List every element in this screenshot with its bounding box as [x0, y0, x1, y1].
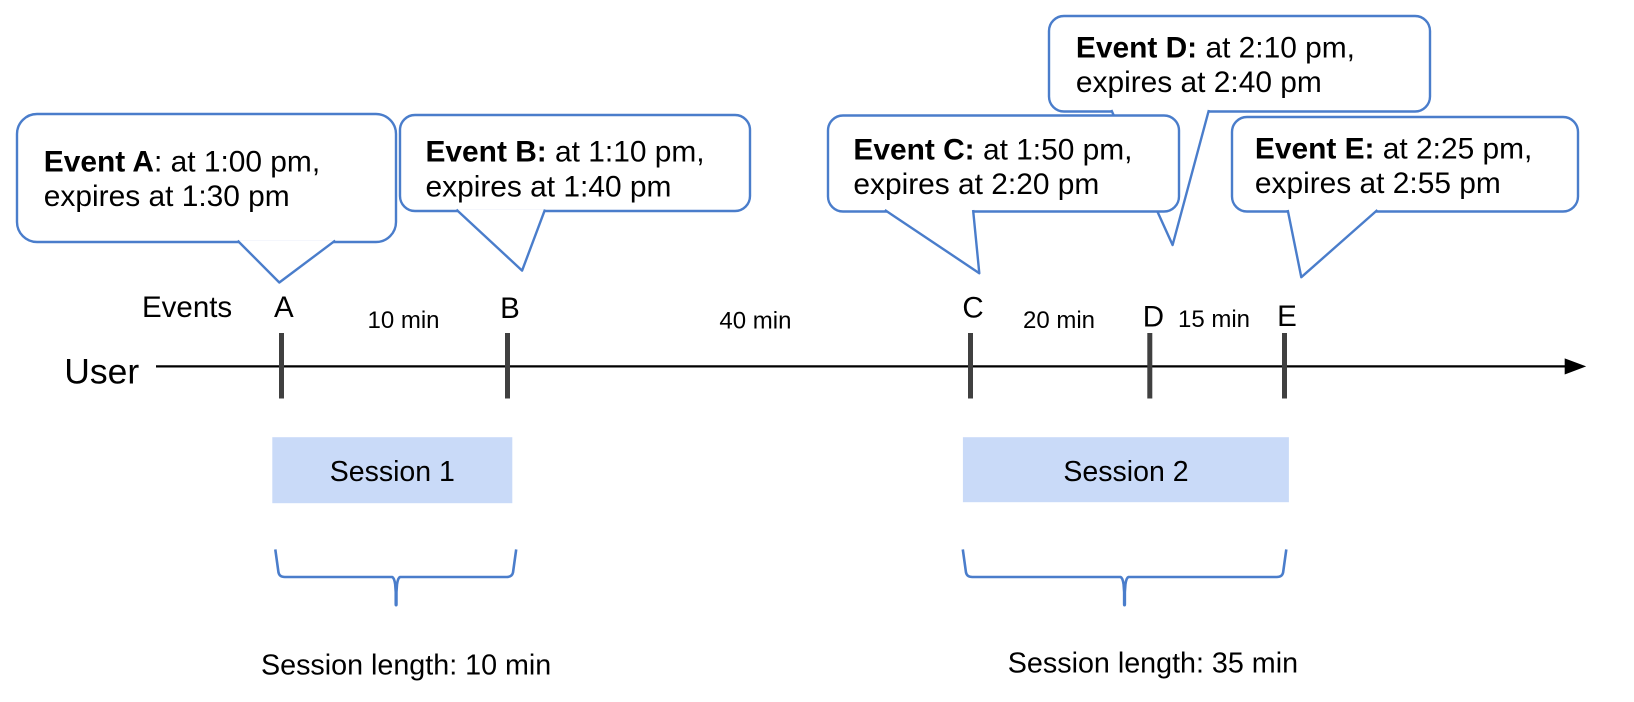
svg-text:expires at 2:20 pm: expires at 2:20 pm	[853, 168, 1099, 201]
svg-text:Events: Events	[142, 291, 232, 324]
svg-text:Event C: at 1:50 pm,: Event C: at 1:50 pm,	[853, 134, 1132, 167]
svg-text:C: C	[962, 292, 983, 325]
svg-text:expires at 2:55 pm: expires at 2:55 pm	[1255, 167, 1501, 200]
svg-text:expires at 1:40 pm: expires at 1:40 pm	[426, 171, 672, 204]
svg-text:Event E: at 2:25 pm,: Event E: at 2:25 pm,	[1255, 133, 1532, 166]
svg-text:40 min: 40 min	[719, 308, 791, 335]
svg-text:20 min: 20 min	[1023, 307, 1095, 334]
svg-text:15 min: 15 min	[1178, 306, 1250, 333]
svg-text:Event B: at 1:10 pm,: Event B: at 1:10 pm,	[426, 136, 705, 169]
svg-text:D: D	[1143, 301, 1164, 334]
svg-text:E: E	[1277, 300, 1297, 333]
svg-text:Session 2: Session 2	[1063, 456, 1188, 488]
svg-text:expires at 2:40 pm: expires at 2:40 pm	[1076, 66, 1322, 99]
svg-text:B: B	[500, 292, 520, 325]
svg-text:expires at 1:30 pm: expires at 1:30 pm	[44, 180, 290, 213]
svg-text:10 min: 10 min	[367, 307, 439, 334]
svg-text:Session 1: Session 1	[330, 456, 455, 488]
svg-text:Event D: at 2:10 pm,: Event D: at 2:10 pm,	[1076, 32, 1355, 65]
svg-text:Session length: 35 min: Session length: 35 min	[1008, 648, 1298, 680]
svg-text:Event A: at 1:00 pm,: Event A: at 1:00 pm,	[44, 146, 320, 179]
svg-text:A: A	[274, 291, 294, 324]
svg-text:User: User	[64, 352, 139, 392]
svg-text:Session length: 10 min: Session length: 10 min	[261, 650, 551, 682]
